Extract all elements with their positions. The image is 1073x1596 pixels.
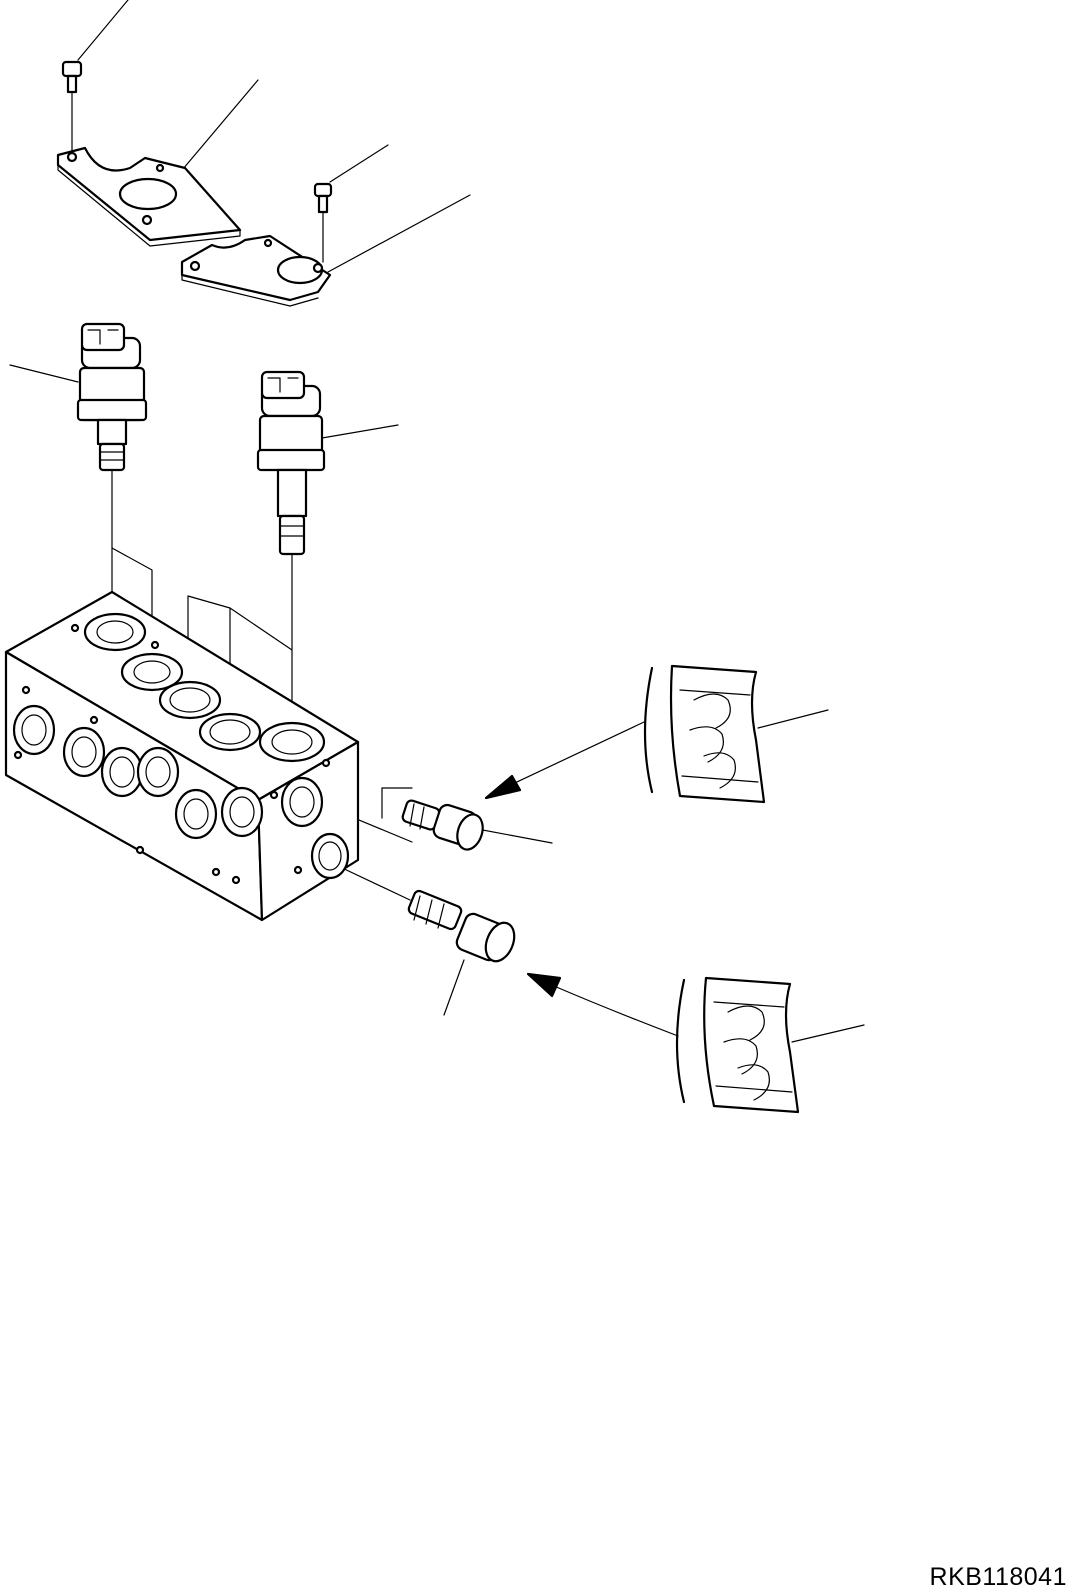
plug-lower xyxy=(407,889,516,963)
screw-left xyxy=(61,60,83,153)
drawing-code: RKB118041 xyxy=(929,1563,1067,1591)
retaining-plate-lower xyxy=(180,234,332,307)
screw-right xyxy=(313,182,333,263)
plug-upper xyxy=(401,799,484,851)
retaining-plate-upper xyxy=(56,146,242,247)
valve-block xyxy=(4,590,360,922)
adhesive-pouch-lower xyxy=(526,972,800,1114)
leader-lines xyxy=(9,0,865,1043)
adhesive-pouch-upper xyxy=(484,664,766,804)
solenoid-valve-right xyxy=(256,370,326,721)
solenoid-valve-left xyxy=(76,322,148,641)
